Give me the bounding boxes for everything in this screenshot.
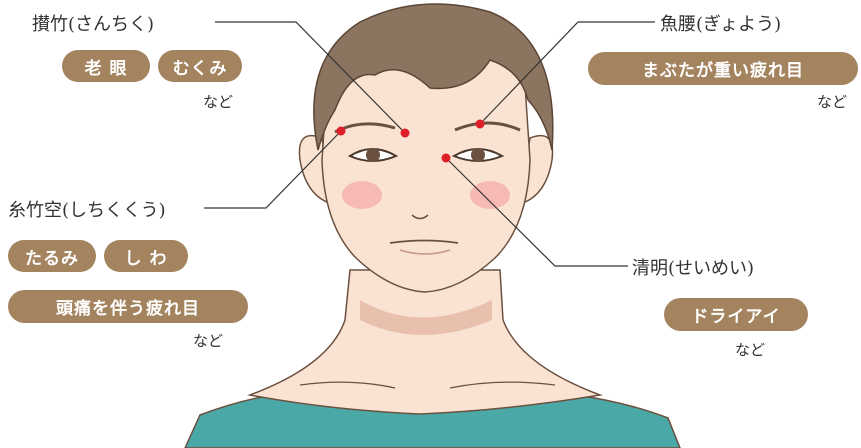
tag-zutsu: 頭痛を伴う疲れ目 bbox=[8, 290, 248, 323]
point-sanchiku bbox=[401, 129, 410, 138]
tag-shiwa: し わ bbox=[104, 240, 188, 272]
tag-mukumi: むくみ bbox=[158, 50, 242, 82]
tag-rougan: 老 眼 bbox=[62, 50, 150, 82]
tag-dryeye: ドライアイ bbox=[664, 298, 808, 331]
tag-tarumi: たるみ bbox=[8, 240, 96, 272]
tag-mabuta: まぶたが重い疲れ目 bbox=[588, 52, 858, 85]
label-shichikukuu: 糸竹空(しちくくう) bbox=[8, 196, 166, 222]
label-gyoyo: 魚腰(ぎょよう) bbox=[660, 10, 781, 36]
etc-gyoyo: など bbox=[817, 91, 847, 112]
etc-sanchiku: など bbox=[203, 91, 233, 112]
point-seimei bbox=[442, 154, 451, 163]
etc-seimei: など bbox=[735, 339, 765, 360]
label-sanchiku: 攅竹(さんちく) bbox=[32, 10, 154, 36]
label-seimei: 清明(せいめい) bbox=[632, 254, 754, 280]
point-gyoyo bbox=[476, 120, 485, 129]
point-shichikukuu bbox=[337, 127, 346, 136]
etc-shichikukuu: など bbox=[193, 330, 223, 351]
